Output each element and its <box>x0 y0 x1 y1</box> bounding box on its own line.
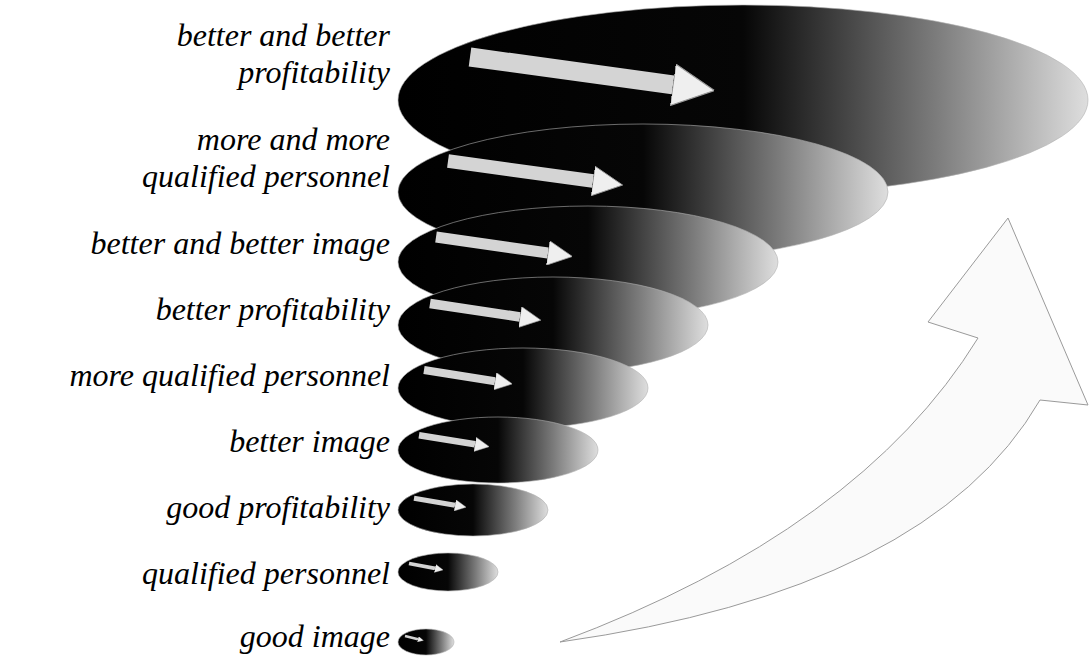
spiral-layer <box>398 348 648 428</box>
spiral-layer <box>398 553 498 591</box>
spiral-label: good image <box>240 618 390 655</box>
spiral-layer <box>398 484 548 536</box>
layer-arrow <box>436 237 548 253</box>
spiral-layer <box>398 629 454 655</box>
layer-arrow <box>448 161 593 181</box>
spiral-label: qualified personnel <box>142 555 390 592</box>
spiral-label: more and more qualified personnel <box>90 121 390 195</box>
layer-arrow <box>424 370 495 381</box>
spiral-label: good profitability <box>166 489 390 526</box>
layer-arrow <box>430 303 520 317</box>
spiral-label: better and better profitability <box>90 17 390 91</box>
layer-arrow <box>405 636 418 639</box>
spiral-layer <box>398 417 598 483</box>
layer-arrow <box>414 498 455 505</box>
spiral-label: better and better image <box>91 225 390 262</box>
layer-arrow <box>409 564 435 569</box>
layer-arrow <box>470 57 673 85</box>
spiral-label: better image <box>229 423 390 460</box>
spiral-label: more qualified personnel <box>69 357 390 394</box>
layer-arrow <box>419 435 475 444</box>
spiral-label: better profitability <box>156 291 390 328</box>
